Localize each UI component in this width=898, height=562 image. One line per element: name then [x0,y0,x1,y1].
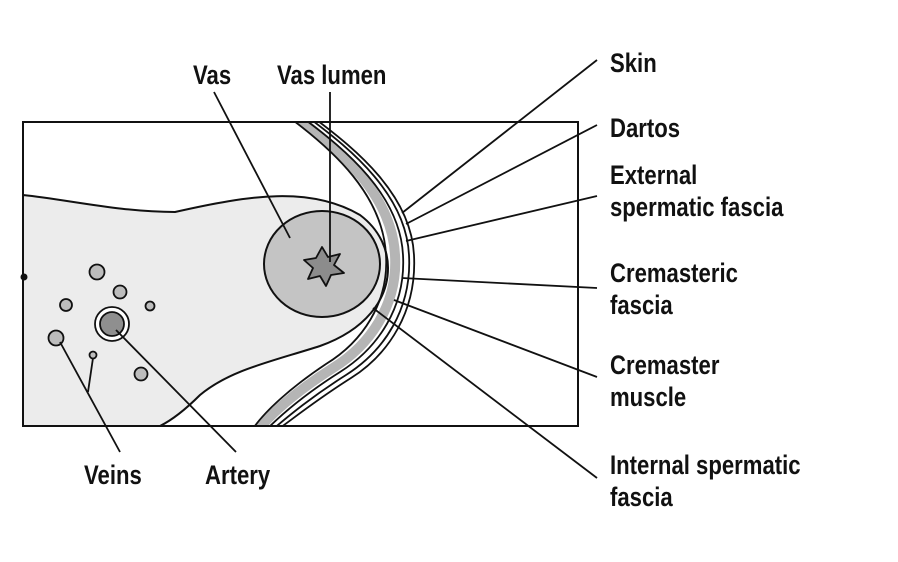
vein [112,284,128,300]
label-vas: Vas [193,61,231,91]
vein [47,329,65,347]
label-cremaster-muscle-line1: Cremaster [610,351,720,381]
internal-spermatic-fascia-line [253,122,388,426]
vein [144,300,156,312]
label-cremaster-muscle-line2: muscle [610,383,686,413]
vein [133,366,149,382]
veins-leader [87,357,94,393]
external-spermatic-fascia-line [275,122,411,426]
leader-lines [59,59,598,479]
vein [88,350,98,360]
label-cremasteric-fascia-line1: Cremasteric [610,259,738,289]
dartos-leader [405,124,598,225]
cremaster-muscle-leader [393,299,598,378]
vein [20,273,28,281]
label-veins: Veins [84,461,142,491]
veins-leader [59,341,121,453]
external-spermatic-fascia-leader [405,195,598,242]
label-cremasteric-fascia-line2: fascia [610,291,673,321]
dartos-line [281,122,416,426]
cremaster-muscle-layer [254,122,401,426]
vas-leader [213,91,291,239]
label-internal-spermatic-fascia-line2: fascia [610,483,673,513]
label-artery: Artery [205,461,270,491]
cremasteric-fascia-leader [401,277,598,289]
vein [88,263,106,281]
fascia-layers [253,122,416,426]
label-dartos: Dartos [610,114,680,144]
cremasteric-fascia-line [268,122,405,426]
label-vas-lumen: Vas lumen [277,61,386,91]
label-skin: Skin [610,49,657,79]
internal-spermatic-fascia-leader [372,307,598,479]
artery [99,311,125,337]
label-external-spermatic-fascia-line2: spermatic fascia [610,193,784,223]
vas-lumen [303,246,345,287]
artery-leader [115,329,237,453]
label-external-spermatic-fascia-line1: External [610,161,697,191]
vein [59,298,73,312]
skin-leader [401,59,598,214]
label-internal-spermatic-fascia-line1: Internal spermatic [610,451,801,481]
